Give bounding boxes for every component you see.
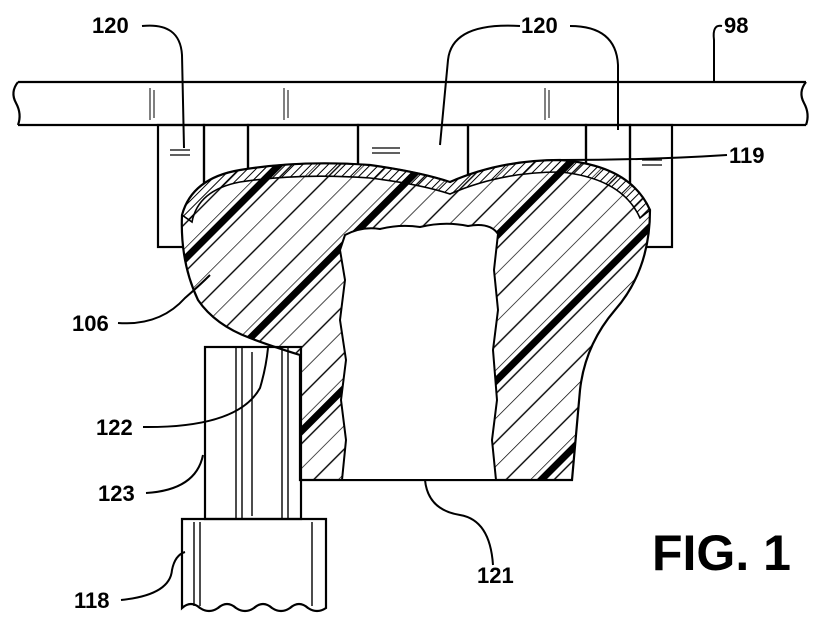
- label-122: 122: [96, 415, 133, 440]
- reference-labels: 98 120 120 119 106 122 123 118 121 FIG. …: [72, 13, 791, 613]
- post: [203, 345, 303, 521]
- skin-layer: [181, 159, 651, 224]
- tube: [180, 517, 328, 613]
- label-121: 121: [477, 563, 514, 588]
- label-118: 118: [74, 588, 110, 613]
- label-120-center: 120: [521, 13, 558, 38]
- label-123: 123: [98, 481, 135, 506]
- figure-caption: FIG. 1: [652, 525, 791, 581]
- bore: [338, 222, 500, 481]
- label-119: 119: [729, 143, 765, 168]
- label-106: 106: [72, 311, 109, 336]
- label-120-left: 120: [92, 13, 129, 38]
- body-section: [180, 158, 652, 482]
- top-rail: [12, 80, 809, 127]
- label-98: 98: [724, 13, 748, 38]
- leader-lines: [117, 24, 728, 601]
